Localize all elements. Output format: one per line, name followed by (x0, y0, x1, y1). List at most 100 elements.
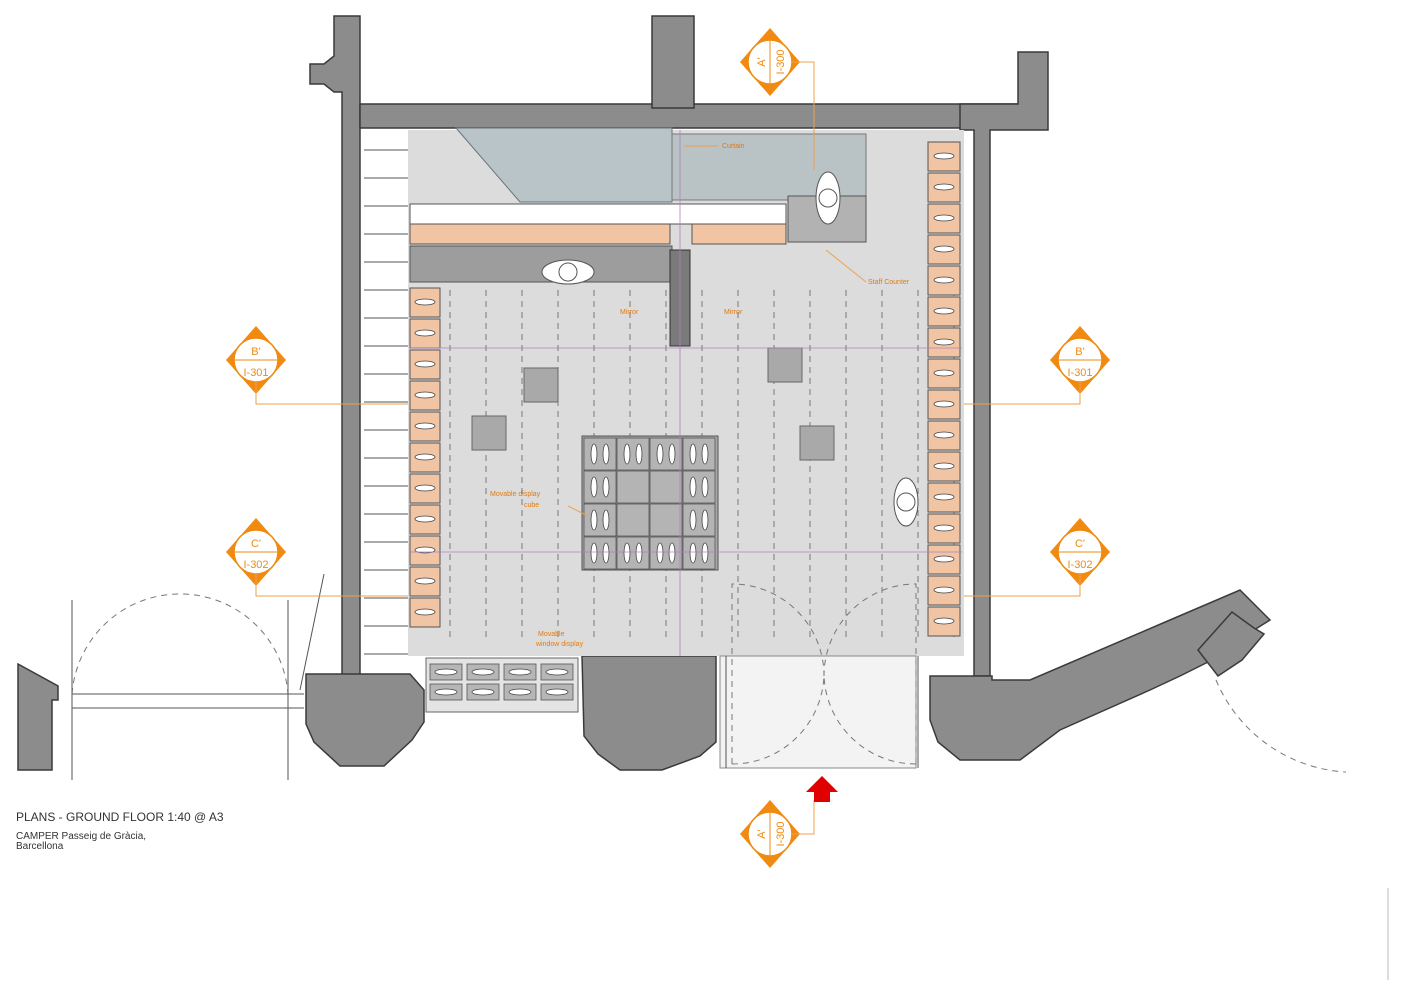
display-cell (649, 470, 683, 504)
far-right-wall-fragment (1197, 610, 1266, 678)
section-marker-right-lower: C' I-302 (1050, 518, 1110, 586)
shoe-icon (602, 542, 610, 564)
shoe-icon (933, 555, 955, 563)
section-marker-bottom: A' I-300 (740, 800, 800, 868)
label-window-display-2: window display (535, 641, 584, 648)
display-cell (616, 470, 650, 504)
shelf-cell (927, 513, 961, 544)
drawing-subtitle-line2: Barcellona (16, 841, 64, 852)
section-lines (410, 130, 962, 656)
marker-left-lower-ref: I-302 (243, 559, 268, 571)
display-cell (583, 536, 617, 570)
shoe-icon (656, 542, 664, 564)
entrance-floor (719, 655, 917, 769)
top-bench-right (691, 223, 787, 245)
display-cell (616, 503, 650, 537)
outer-door-leaf (299, 573, 325, 691)
shoe-icon (414, 329, 436, 337)
shoe-icon (590, 476, 598, 498)
shoe-icon (414, 577, 436, 585)
shoe-icon (933, 524, 955, 532)
shoe-icon (933, 307, 955, 315)
top-bench-seat (409, 245, 673, 283)
staircase (454, 127, 673, 203)
door-swings (71, 573, 1347, 780)
person-icon (815, 171, 841, 225)
right-door-arc (1215, 679, 1347, 773)
top-wall-post-right (959, 51, 1049, 677)
display-cell (616, 437, 650, 471)
pedestal-4 (799, 425, 835, 461)
entrance-arrow-icon (806, 776, 838, 802)
far-left-wall-fragment (17, 662, 59, 771)
label-mirror-right: Mirror (724, 309, 743, 316)
drawing-subtitle-line1: CAMPER Passeig de Gràcia, (16, 831, 147, 842)
movable-display-cube (581, 435, 719, 571)
shoe-icon (602, 476, 610, 498)
display-cell (649, 503, 683, 537)
shoe-icon (508, 668, 532, 676)
display-cell (583, 503, 617, 537)
shoe-icon (933, 617, 955, 625)
shoe-icon (933, 338, 955, 346)
marker-right-upper-ref: I-301 (1067, 367, 1092, 379)
person-icon (541, 259, 595, 285)
shoe-icon (414, 515, 436, 523)
shoe-icon (933, 276, 955, 284)
shoe-icon (933, 586, 955, 594)
display-cell (682, 470, 716, 504)
movable-window-display (425, 657, 579, 713)
display-cell (616, 536, 650, 570)
entrance-door-arc-lower (731, 675, 917, 765)
marker-top-ref: I-300 (775, 49, 787, 74)
shoe-icon (590, 509, 598, 531)
display-pedestals (471, 347, 835, 461)
shoe-icon (933, 462, 955, 470)
pedestal-3 (767, 347, 803, 383)
shoe-icon (933, 369, 955, 377)
shoe-icon (471, 668, 495, 676)
top-bench-left (409, 223, 671, 245)
shoe-icon (623, 542, 631, 564)
shoe-icon (590, 443, 598, 465)
building-walls (17, 15, 1272, 771)
section-marker-left-upper: B' I-301 (226, 326, 286, 394)
shoe-icon (508, 688, 532, 696)
marker-top-letter: A' (756, 57, 768, 66)
shoe-icon (623, 443, 631, 465)
shoe-icon (635, 443, 643, 465)
shoe-icon (933, 183, 955, 191)
center-pier (581, 655, 717, 771)
marker-right-upper-letter: B' (1075, 346, 1084, 358)
pedestal-1 (523, 367, 559, 403)
shoe-icon (689, 509, 697, 531)
person-icon (893, 477, 919, 527)
label-display-cube-1: Movable display (490, 491, 541, 498)
shoe-icon (933, 400, 955, 408)
shoe-icon (414, 484, 436, 492)
display-cell (649, 437, 683, 471)
shoe-icon (701, 443, 709, 465)
shoe-icon (668, 542, 676, 564)
shoe-icon (414, 453, 436, 461)
marker-left-upper-letter: B' (251, 346, 260, 358)
marker-right-lower-letter: C' (1075, 538, 1085, 550)
shoe-icon (602, 509, 610, 531)
pedestal-2 (471, 415, 507, 451)
shoe-icon (701, 476, 709, 498)
left-wall (309, 15, 361, 679)
shoe-icon (414, 608, 436, 616)
shoe-icon (434, 668, 458, 676)
label-curtain: Curtain (722, 143, 745, 150)
shoe-icon (414, 360, 436, 368)
shoe-icon (701, 509, 709, 531)
shoe-icon (689, 443, 697, 465)
right-lower-wall (929, 589, 1272, 761)
shoe-icon (602, 443, 610, 465)
drawing-subtitle: CAMPER Passeig de Gràcia, Barcellona (16, 832, 216, 852)
label-display-cube-2: cube (524, 502, 539, 509)
shoe-icon (933, 245, 955, 253)
shoe-icon (545, 688, 569, 696)
marker-bottom-letter: A' (756, 829, 768, 838)
entrance-door-swing-right (823, 583, 917, 764)
